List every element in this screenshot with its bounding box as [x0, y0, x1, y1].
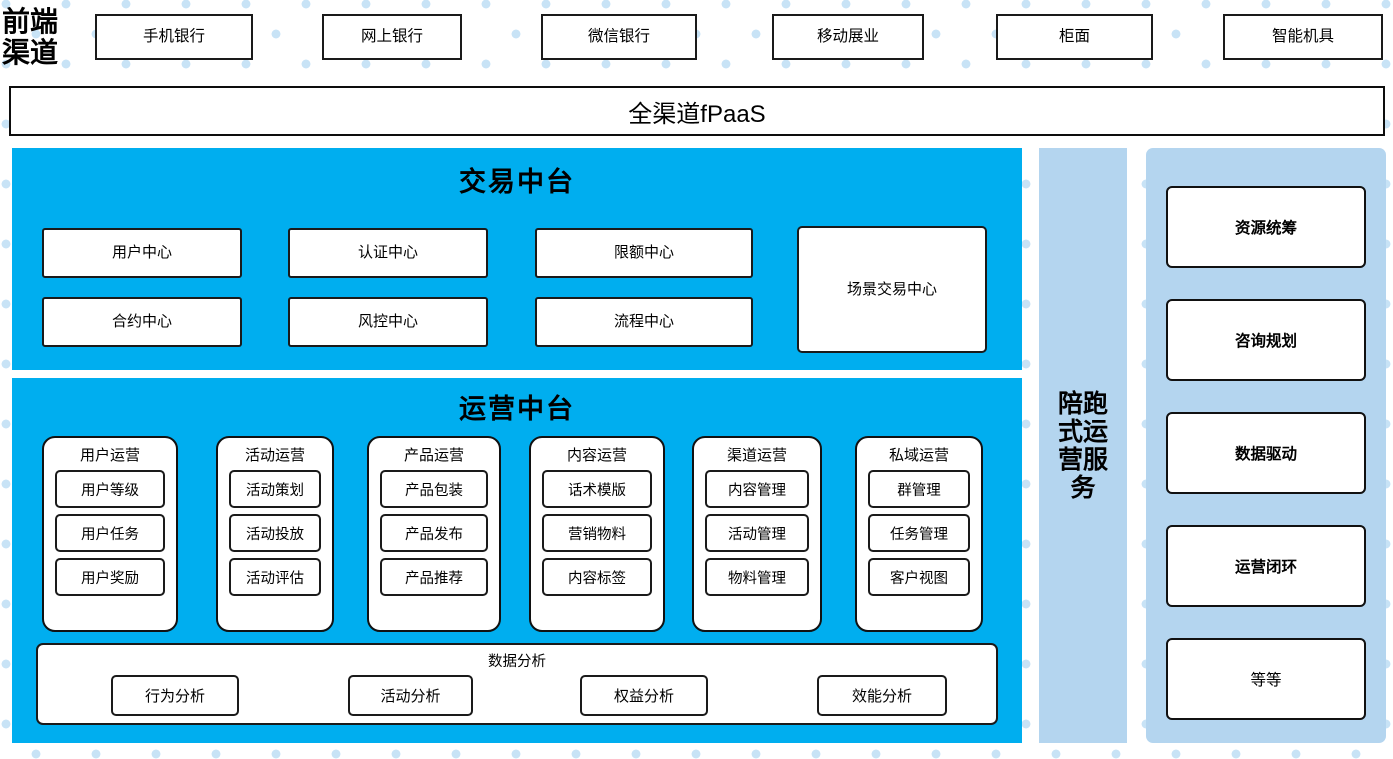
operations-middle-platform-title: 运营中台 — [459, 394, 575, 424]
ops-item[interactable]: 用户任务 — [55, 514, 165, 552]
ops-item[interactable]: 活动管理 — [705, 514, 809, 552]
ops-item[interactable]: 活动评估 — [229, 558, 321, 596]
trade-center-box[interactable]: 认证中心 — [288, 228, 488, 278]
channel-box-3[interactable]: 微信银行 — [541, 14, 697, 60]
ops-column-1: 用户运营用户等级用户任务用户奖励 — [42, 436, 178, 632]
data-analysis-box[interactable]: 权益分析 — [580, 675, 708, 716]
accompanied-operation-service-label: 陪跑式运营服务 — [1057, 389, 1108, 502]
trade-center-box-label: 用户中心 — [111, 244, 172, 262]
ops-item[interactable]: 活动策划 — [229, 470, 321, 508]
trade-center-box[interactable]: 风控中心 — [288, 297, 488, 347]
channel-box-6[interactable]: 智能机具 — [1223, 14, 1383, 60]
ops-item[interactable]: 产品包装 — [380, 470, 488, 508]
ops-column-title: 用户运营 — [79, 447, 140, 464]
ops-item[interactable]: 内容标签 — [542, 558, 652, 596]
service-capability-box[interactable]: 运营闭环 — [1166, 525, 1366, 607]
service-capability-box[interactable]: 资源统筹 — [1166, 186, 1366, 268]
data-analysis-group: 数据分析 行为分析 活动分析 权益分析 效能分析 — [36, 643, 998, 725]
channel-box-label: 微信银行 — [587, 28, 650, 46]
omnichannel-fpaas-label: 全渠道fPaaS — [628, 100, 766, 128]
ops-item[interactable]: 用户等级 — [55, 470, 165, 508]
data-analysis-box[interactable]: 效能分析 — [817, 675, 947, 716]
channel-box-5[interactable]: 柜面 — [996, 14, 1153, 60]
ops-column-title: 渠道运营 — [726, 447, 787, 464]
ops-item[interactable]: 产品发布 — [380, 514, 488, 552]
channel-box-2[interactable]: 网上银行 — [322, 14, 462, 60]
ops-column-title: 活动运营 — [244, 447, 305, 464]
ops-column-title: 私域运营 — [888, 447, 949, 464]
scene-trade-center-box-label: 场景交易中心 — [846, 280, 937, 298]
trade-center-box-label: 合约中心 — [111, 313, 172, 331]
ops-column-6: 私域运营群管理任务管理客户视图 — [855, 436, 983, 632]
ops-item[interactable]: 用户奖励 — [55, 558, 165, 596]
ops-column-5: 渠道运营内容管理活动管理物料管理 — [692, 436, 822, 632]
ops-column-3: 产品运营产品包装产品发布产品推荐 — [367, 436, 501, 632]
ops-item[interactable]: 客户视图 — [868, 558, 970, 596]
trade-middle-platform-title: 交易中台 — [459, 167, 575, 197]
channel-box-4[interactable]: 移动展业 — [772, 14, 924, 60]
ops-item[interactable]: 产品推荐 — [380, 558, 488, 596]
ops-item[interactable]: 物料管理 — [705, 558, 809, 596]
front-channel-label: 前端 渠道 — [2, 2, 84, 74]
trade-center-box[interactable]: 合约中心 — [42, 297, 242, 347]
trade-center-box-label: 认证中心 — [357, 244, 418, 262]
service-capability-panel: 资源统筹咨询规划数据驱动运营闭环等等 — [1146, 148, 1386, 743]
service-capability-box[interactable]: 数据驱动 — [1166, 412, 1366, 494]
channel-box-label: 手机银行 — [142, 28, 205, 46]
ops-column-title: 内容运营 — [566, 447, 627, 464]
channel-box-label: 网上银行 — [360, 28, 423, 46]
channel-box-label: 移动展业 — [816, 28, 879, 46]
data-analysis-box[interactable]: 活动分析 — [348, 675, 473, 716]
omnichannel-fpaas-bar: 全渠道fPaaS — [9, 86, 1385, 136]
service-capability-box[interactable]: 等等 — [1166, 638, 1366, 720]
ops-item[interactable]: 任务管理 — [868, 514, 970, 552]
ops-item[interactable]: 内容管理 — [705, 470, 809, 508]
front-channel-label-line-2: 渠道 — [2, 38, 59, 69]
channel-box-label: 柜面 — [1058, 28, 1090, 46]
front-channel-label-line-1: 前端 — [2, 6, 59, 38]
trade-center-box[interactable]: 流程中心 — [535, 297, 753, 347]
trade-center-box[interactable]: 限额中心 — [535, 228, 753, 278]
data-analysis-title: 数据分析 — [488, 654, 546, 670]
service-capability-box[interactable]: 咨询规划 — [1166, 299, 1366, 381]
data-analysis-box[interactable]: 行为分析 — [111, 675, 239, 716]
trade-center-box-label: 风控中心 — [357, 313, 418, 331]
ops-item[interactable]: 群管理 — [868, 470, 970, 508]
ops-item[interactable]: 营销物料 — [542, 514, 652, 552]
ops-column-4: 内容运营话术模版营销物料内容标签 — [529, 436, 665, 632]
ops-column-2: 活动运营活动策划活动投放活动评估 — [216, 436, 334, 632]
ops-item[interactable]: 话术模版 — [542, 470, 652, 508]
trade-center-box[interactable]: 用户中心 — [42, 228, 242, 278]
trade-center-box-label: 流程中心 — [613, 313, 674, 331]
trade-center-box-label: 限额中心 — [613, 244, 674, 262]
ops-item[interactable]: 活动投放 — [229, 514, 321, 552]
channel-box-label: 智能机具 — [1271, 28, 1334, 46]
channel-box-1[interactable]: 手机银行 — [95, 14, 253, 60]
accompanied-operation-service-column: 陪跑式运营服务 — [1039, 148, 1127, 743]
ops-column-title: 产品运营 — [403, 447, 464, 464]
scene-trade-center-box[interactable]: 场景交易中心 — [797, 226, 987, 353]
